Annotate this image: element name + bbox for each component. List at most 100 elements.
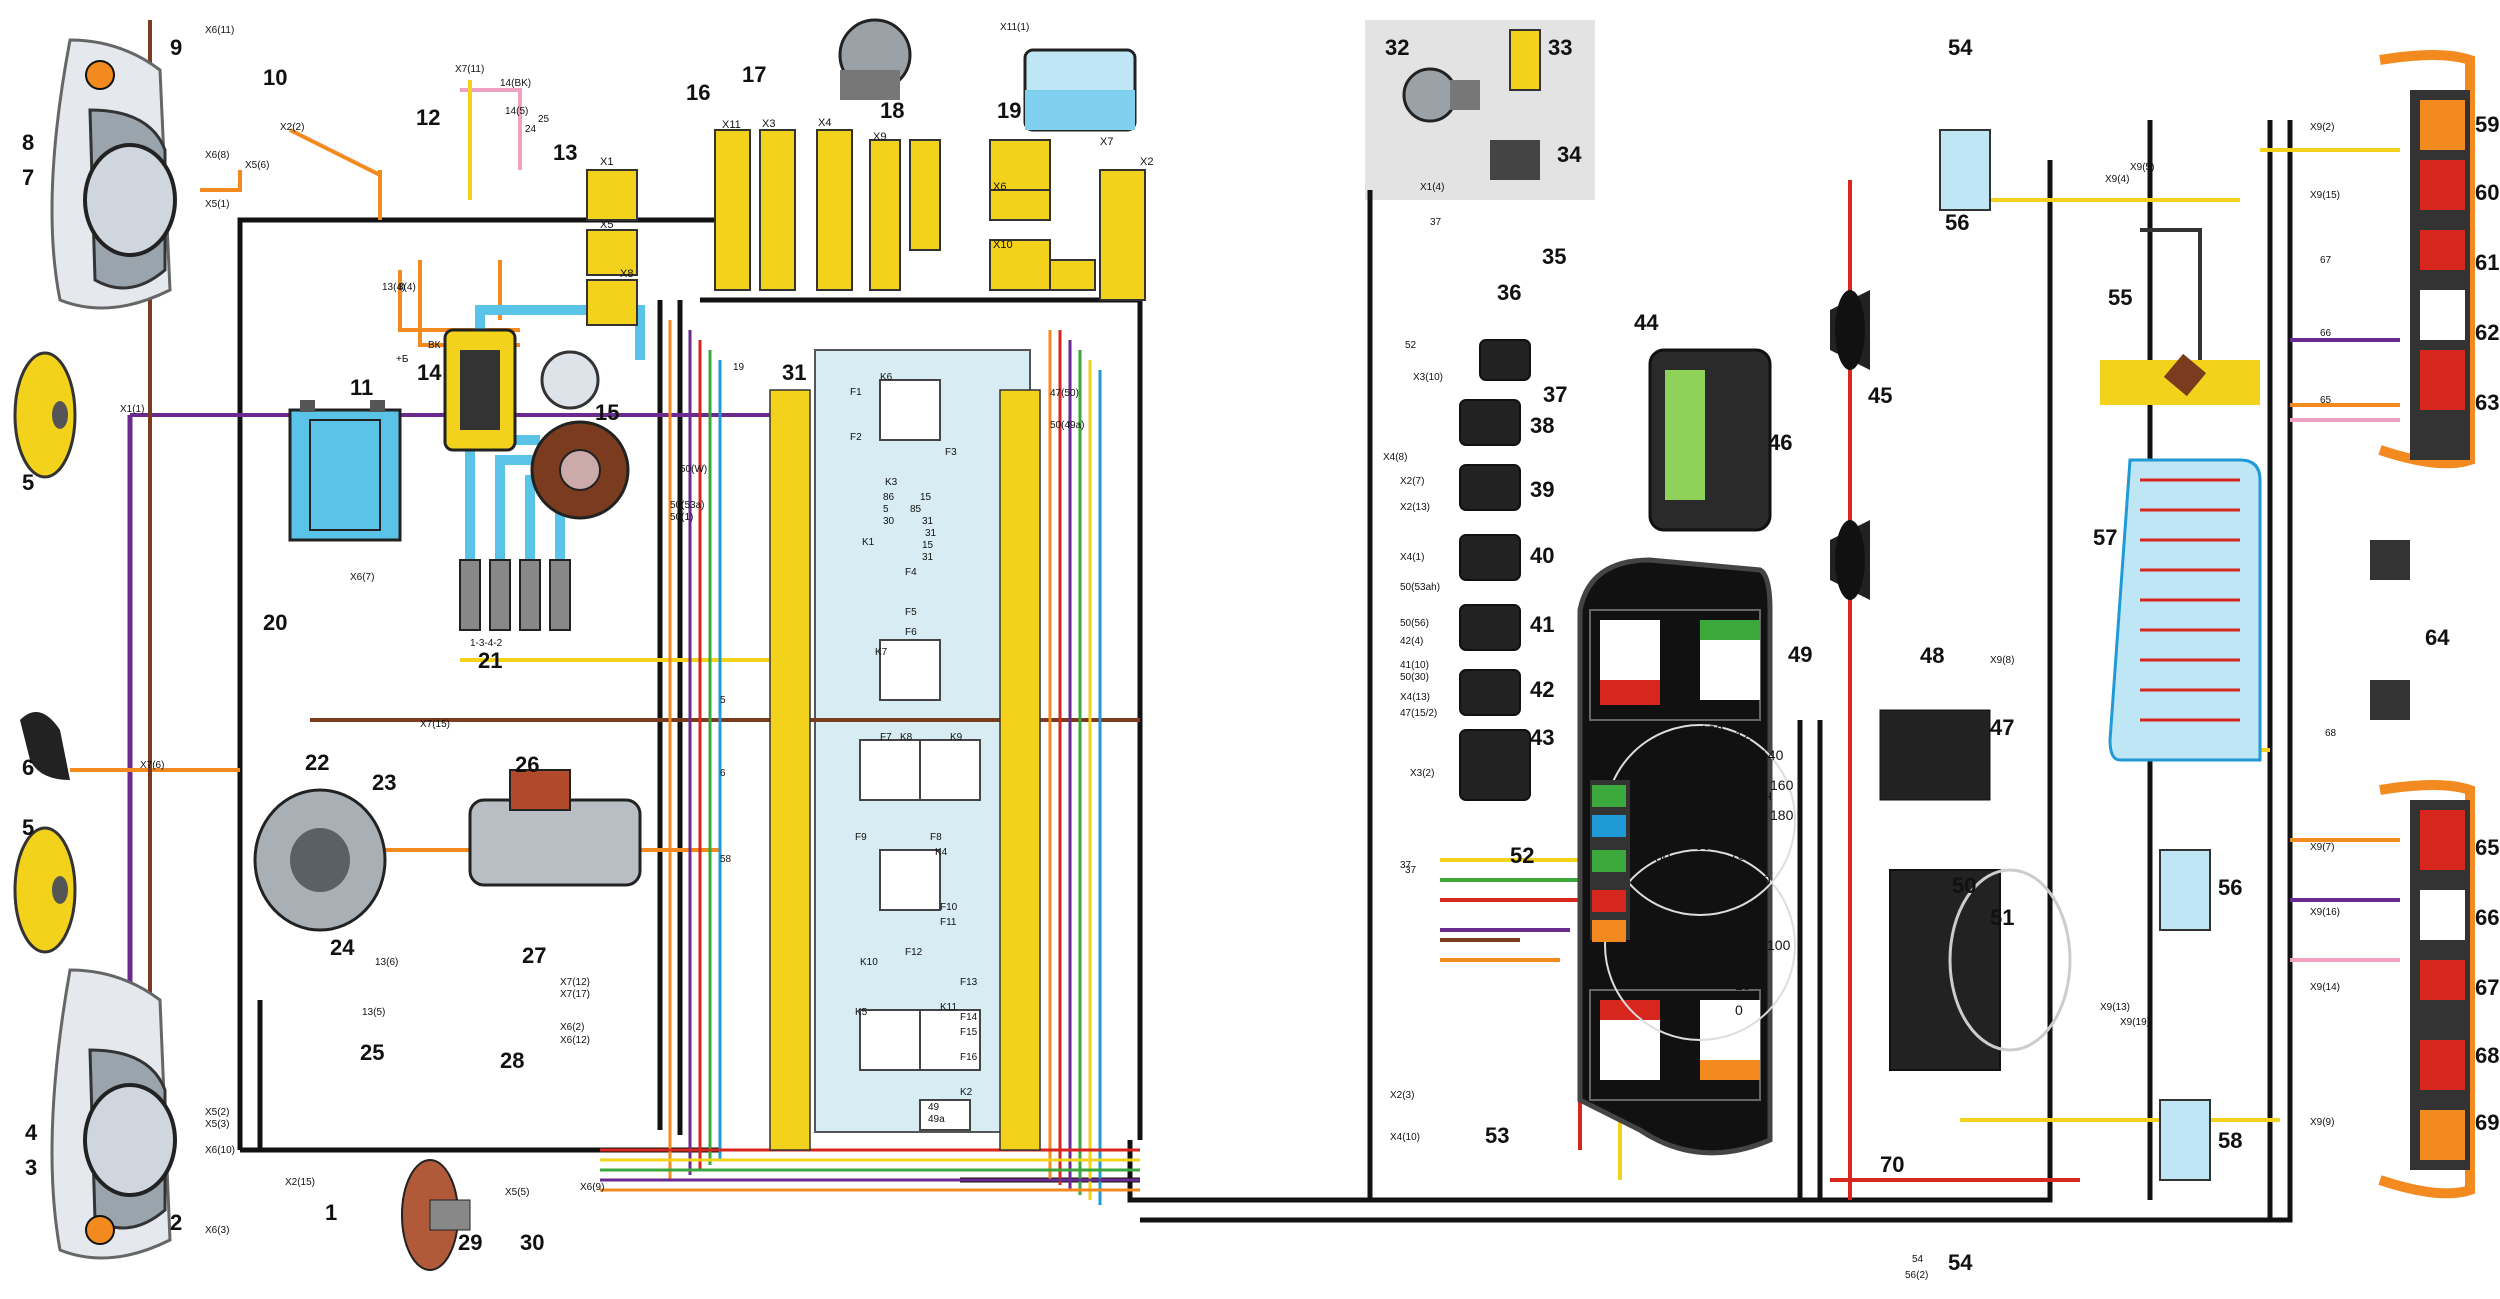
wl-x2-3: X2(3) (1390, 1090, 1414, 1101)
wl-50-w: 50(W) (680, 464, 707, 475)
relay-k4: K4 (935, 847, 948, 858)
label-56-top: 56 (1945, 210, 1969, 235)
speaker-top (1830, 290, 1870, 370)
wl-x9-2: X9(2) (2310, 122, 2334, 133)
wl-66: 66 (2320, 328, 2332, 339)
wl-vk: ВК (428, 340, 441, 351)
fog-light-top (13, 351, 77, 479)
wl-x6-9: X6(9) (580, 1182, 604, 1193)
wl-x5-5: X5(5) (505, 1187, 529, 1198)
label-4: 4 (25, 1120, 38, 1145)
wl-x7-15: X7(15) (420, 719, 450, 730)
wl-x4-8: X4(8) (1383, 452, 1407, 463)
wl-24: 24 (525, 124, 537, 135)
fuse-f1: F1 (850, 387, 862, 398)
gauge-labels: 0 20 40 60 80 100 120 140 160 180 км/ч 0… (1640, 722, 1794, 1018)
label-46: 46 (1768, 430, 1792, 455)
label-52: 52 (1510, 843, 1534, 868)
wl-5: 5 (720, 695, 726, 706)
wl-14-5: 14(5) (505, 106, 528, 117)
k3-pin-5: 5 (883, 504, 889, 515)
rear-light-cluster-top (2378, 50, 2475, 469)
wl-x6-12: X6(12) (560, 1035, 590, 1046)
heater-resistor (1490, 29, 1541, 180)
tacho-20: 20 (1660, 962, 1676, 978)
connector-names: X1 X2 X3 X4 X5 X6 X7 X8 X9 X10 X11 (600, 117, 1153, 280)
wl-x6-8: X6(8) (205, 150, 229, 161)
wl-50-56: 50(56) (1400, 618, 1429, 629)
label-22: 22 (305, 750, 329, 775)
wl-14-bk: 14(BK) (500, 78, 531, 89)
label-21: 21 (478, 648, 502, 673)
wl-x5-1: X5(1) (205, 199, 229, 210)
fuse-labels: F1 F2 F3 F4 F5 F6 F7 F8 F9 F10 F11 F12 F… (850, 372, 978, 1125)
label-49: 49 (1788, 642, 1812, 667)
wl-x9-5: X9(5) (2130, 162, 2154, 173)
wl-x4-13: X4(13) (1400, 692, 1430, 703)
speedo-40: 40 (1640, 807, 1656, 823)
distributor (530, 350, 630, 520)
conn-x3: X3 (762, 118, 775, 130)
label-19: 19 (997, 98, 1021, 123)
k3-pin-85: 85 (910, 504, 922, 515)
wl-x4-1: X4(1) (1400, 552, 1424, 563)
wl-x9-13: X9(13) (2100, 1002, 2130, 1013)
label-33: 33 (1548, 35, 1572, 60)
k3-pin-31a: 31 (922, 516, 934, 527)
wl-x7-17: X7(17) (560, 989, 590, 1000)
wl-13-5: 13(5) (362, 1007, 385, 1018)
wl-x6-10: X6(10) (205, 1145, 235, 1156)
wl-x6-11: X6(11) (205, 25, 234, 36)
speedo-80: 80 (1665, 729, 1681, 745)
label-6: 6 (22, 755, 34, 780)
label-66: 66 (2475, 905, 2499, 930)
wl-x9-14: X9(14) (2310, 982, 2340, 993)
column-switch (1889, 869, 2001, 1071)
wl-x3-10: X3(10) (1413, 372, 1443, 383)
relay-k8: K8 (900, 732, 913, 743)
k2-pin-49: 49 (928, 1102, 940, 1113)
wl-8-4: 8(4) (398, 282, 416, 293)
label-34: 34 (1557, 142, 1582, 167)
wl-19: 19 (733, 362, 745, 373)
label-37: 37 (1543, 382, 1567, 407)
wl-x7-11: X7(11) (455, 64, 484, 75)
wl-x6-3: X6(3) (205, 1225, 229, 1236)
instrument-cluster (1577, 557, 1796, 1156)
wl-x6-2: X6(2) (560, 1022, 584, 1033)
fuse-f13: F13 (960, 977, 978, 988)
wl-41-10: 41(10) (1400, 660, 1429, 671)
wire-labels: X6(11) X6(8) X5(6) X5(1) X2(2) X7(11) 14… (120, 22, 2340, 1281)
wl-x2-15: X2(15) (285, 1177, 315, 1188)
wl-x3-2: X3(2) (1410, 768, 1434, 779)
wl-x9-15: X9(15) (2310, 190, 2340, 201)
relay-k3: K3 (885, 477, 898, 488)
relay-k11: K11 (940, 1002, 957, 1013)
tacho-70: 70 (1730, 847, 1746, 863)
headlight-left-bottom (50, 968, 177, 1260)
fuse-f2: F2 (850, 432, 862, 443)
label-57: 57 (2093, 525, 2117, 550)
headlight-left-top (50, 38, 177, 310)
wl-vk-b: +Б (396, 354, 409, 365)
tacho-40: 40 (1640, 882, 1656, 898)
wl-x9-8: X9(8) (1990, 655, 2014, 666)
label-2: 2 (170, 1210, 182, 1235)
bus-stripes (600, 320, 1140, 1205)
label-36: 36 (1497, 280, 1521, 305)
conn-x6: X6 (993, 181, 1006, 193)
label-23: 23 (372, 770, 396, 795)
wl-47-15-2: 47(15/2) (1400, 708, 1437, 719)
speedo-160: 160 (1770, 777, 1794, 793)
tacho-60: 60 (1695, 837, 1711, 853)
label-10: 10 (263, 65, 287, 90)
wl-x11-1: X11(1) (1000, 22, 1029, 33)
label-63: 63 (2475, 390, 2499, 415)
ignition-coil (443, 328, 517, 452)
wl-68: 68 (2325, 728, 2337, 739)
fuse-f15: F15 (960, 1027, 978, 1038)
wl-52: 52 (1405, 340, 1417, 351)
label-45: 45 (1868, 383, 1892, 408)
battery (288, 400, 402, 542)
